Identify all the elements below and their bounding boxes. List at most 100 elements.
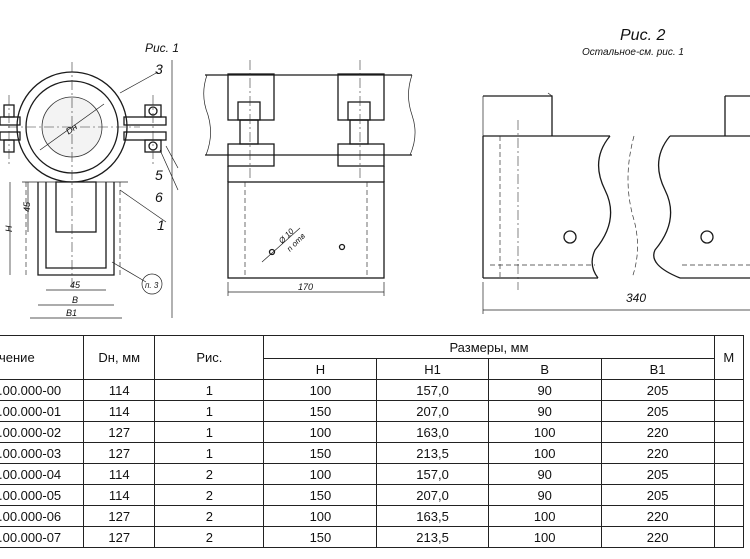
cell-code: .00.000-07 xyxy=(0,526,85,548)
cell-mass xyxy=(713,484,745,506)
cell-h1: 207,0 xyxy=(376,400,489,422)
cell-mass xyxy=(713,526,745,548)
cell-h: 150 xyxy=(263,526,378,548)
cell-h: 150 xyxy=(263,484,378,506)
header-b1: B1 xyxy=(600,358,715,380)
header-sizes: Размеры, мм xyxy=(263,335,715,359)
cell-h: 150 xyxy=(263,442,378,464)
header-designation: чение xyxy=(0,335,85,380)
cell-h: 100 xyxy=(263,379,378,401)
cell-code: .00.000-05 xyxy=(0,484,85,506)
cell-mass xyxy=(713,379,745,401)
cell-fig: 2 xyxy=(154,526,265,548)
cell-h1: 157,0 xyxy=(376,379,489,401)
cell-dn: 114 xyxy=(83,379,156,401)
fig2-title: Рис. 2 xyxy=(620,27,665,44)
dim-b: B xyxy=(72,295,78,305)
fig1-front-view xyxy=(0,60,179,319)
cell-h1: 207,0 xyxy=(376,484,489,506)
cell-b: 100 xyxy=(487,526,602,548)
cell-b1: 220 xyxy=(600,505,715,527)
header-h1: H1 xyxy=(376,358,489,380)
callout-3: 3 xyxy=(155,61,163,77)
cell-dn: 127 xyxy=(83,421,156,443)
callout-6: 6 xyxy=(155,189,163,205)
cell-h: 150 xyxy=(263,400,378,422)
fig2-view xyxy=(482,92,750,314)
cell-mass xyxy=(713,442,745,464)
header-h: H xyxy=(263,358,378,380)
drawing-canvas: Рис. 1 3 5 6 1 п. 3 Dн H 45 45 B B1 xyxy=(0,27,750,319)
cell-h1: 163,5 xyxy=(376,505,489,527)
header-dn: Dн, мм xyxy=(83,335,156,380)
cell-b: 100 xyxy=(487,442,602,464)
cell-fig: 1 xyxy=(154,400,265,422)
cell-fig: 2 xyxy=(154,463,265,485)
cell-b1: 205 xyxy=(600,463,715,485)
side-view xyxy=(203,60,416,296)
cell-code: .00.000-06 xyxy=(0,505,85,527)
ref-circle-label: п. 3 xyxy=(145,281,159,290)
cell-dn: 114 xyxy=(83,484,156,506)
dim-h45: 45 xyxy=(22,201,32,212)
cell-code: .00.000-00 xyxy=(0,379,85,401)
dim-b1: B1 xyxy=(66,308,77,318)
cell-h1: 163,0 xyxy=(376,421,489,443)
cell-b: 100 xyxy=(487,505,602,527)
cell-dn: 114 xyxy=(83,400,156,422)
cell-code: .00.000-03 xyxy=(0,442,85,464)
cell-h: 100 xyxy=(263,421,378,443)
cell-code: .00.000-02 xyxy=(0,421,85,443)
cell-b1: 205 xyxy=(600,400,715,422)
dim-170: 170 xyxy=(298,282,313,292)
cell-fig: 1 xyxy=(154,421,265,443)
cell-h1: 157,0 xyxy=(376,463,489,485)
cell-b1: 205 xyxy=(600,484,715,506)
cell-mass xyxy=(713,400,745,422)
spec-table: чение Dн, мм Рис. Размеры, мм М H H1 B B… xyxy=(0,335,745,548)
cell-mass xyxy=(713,505,745,527)
fig1-title: Рис. 1 xyxy=(145,41,179,55)
dim-340: 340 xyxy=(626,291,646,305)
cell-mass xyxy=(713,463,745,485)
cell-fig: 2 xyxy=(154,505,265,527)
cell-mass xyxy=(713,421,745,443)
cell-b1: 220 xyxy=(600,442,715,464)
cell-b1: 220 xyxy=(600,526,715,548)
cell-h1: 213,5 xyxy=(376,442,489,464)
header-b: B xyxy=(487,358,602,380)
callout-1: 1 xyxy=(157,217,165,233)
cell-dn: 127 xyxy=(83,505,156,527)
dim-b45: 45 xyxy=(70,280,81,290)
callout-5: 5 xyxy=(155,167,163,183)
cell-fig: 1 xyxy=(154,379,265,401)
dim-h: H xyxy=(4,225,14,232)
cell-fig: 1 xyxy=(154,442,265,464)
cell-code: .00.000-01 xyxy=(0,400,85,422)
cell-h: 100 xyxy=(263,505,378,527)
cell-code: .00.000-04 xyxy=(0,463,85,485)
cell-h: 100 xyxy=(263,463,378,485)
cell-b: 90 xyxy=(487,379,602,401)
cell-dn: 127 xyxy=(83,526,156,548)
cell-b: 100 xyxy=(487,421,602,443)
cell-dn: 114 xyxy=(83,463,156,485)
cell-b1: 205 xyxy=(600,379,715,401)
cell-b: 90 xyxy=(487,463,602,485)
cell-fig: 2 xyxy=(154,484,265,506)
cell-dn: 127 xyxy=(83,442,156,464)
cell-b: 90 xyxy=(487,400,602,422)
fig2-subtitle: Остальное-см. рис. 1 xyxy=(582,47,684,58)
header-mass: М xyxy=(713,335,745,380)
cell-b: 90 xyxy=(487,484,602,506)
header-fig: Рис. xyxy=(154,335,265,380)
technical-drawing: Рис. 1 3 5 6 1 п. 3 Dн H 45 45 B B1 xyxy=(0,27,750,319)
